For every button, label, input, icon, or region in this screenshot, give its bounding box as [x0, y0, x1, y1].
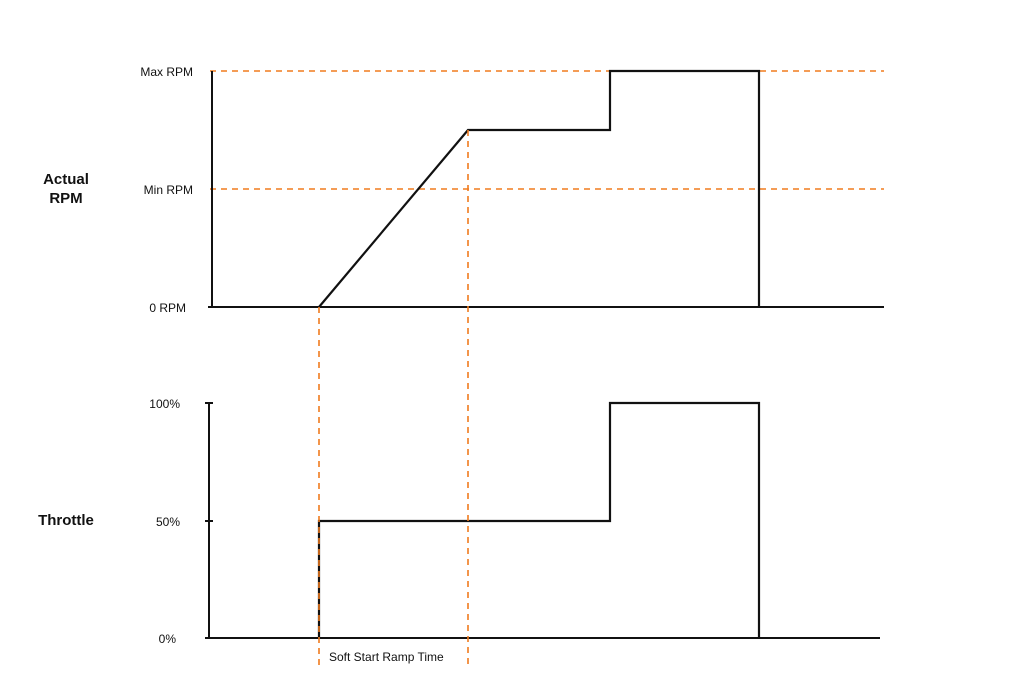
- max-rpm-tick-label: Max RPM: [140, 65, 193, 79]
- throttle-curve: [317, 401, 761, 638]
- min-rpm-tick-label: Min RPM: [144, 183, 193, 197]
- soft-start-ramp-time-label: Soft Start Ramp Time: [329, 650, 444, 664]
- rpm-panel-label-line2: RPM: [49, 190, 82, 207]
- rpm-panel-label-line1: Actual: [43, 171, 89, 188]
- rpm-curve: [318, 69, 761, 308]
- rpm-panel: Actual RPM Max RPM Min RPM 0 RPM: [43, 65, 884, 315]
- throttle-100-tick-label: 100%: [149, 397, 180, 411]
- zero-rpm-tick-label: 0 RPM: [149, 301, 186, 315]
- throttle-50-tick-label: 50%: [156, 515, 180, 529]
- throttle-panel: Throttle 100% 50% 0%: [38, 397, 880, 646]
- throttle-0-tick-label: 0%: [159, 632, 177, 646]
- throttle-panel-label: Throttle: [38, 512, 94, 529]
